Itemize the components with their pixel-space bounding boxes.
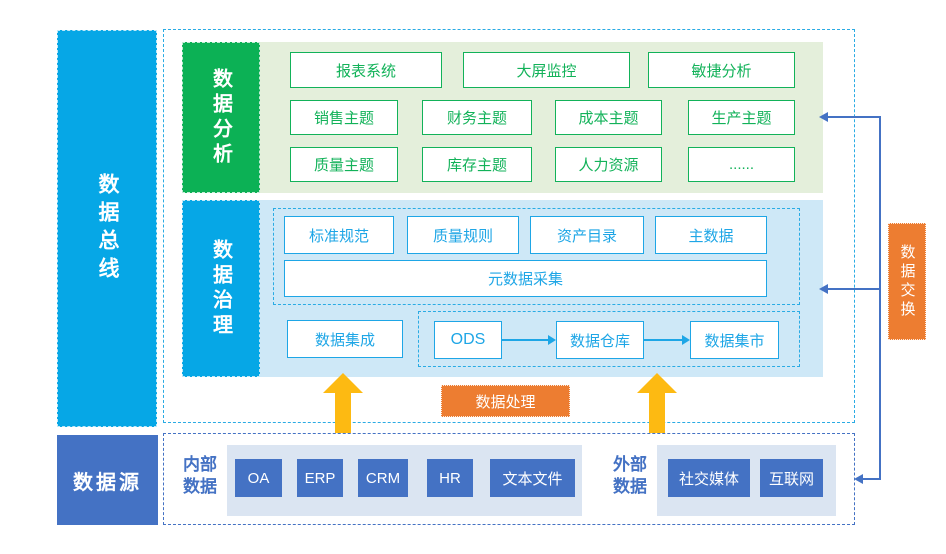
governance-panel: 标准规范 质量规则 资产目录 主数据 元数据采集 数据集成 ODS 数据仓库 数… [260,200,823,377]
quality-rules-box: 质量规则 [407,216,519,254]
internal-data-label: 内部 数据 [183,455,217,497]
arrowhead-to-datasource-icon [854,474,863,484]
inventory-theme-box: 库存主题 [422,147,532,182]
sales-theme-box: 销售主题 [290,100,398,135]
agile-analysis-box: 敏捷分析 [648,52,795,88]
data-integration-box: 数据集成 [287,320,403,358]
analysis-section-label-block: 数据分析 [182,42,260,193]
data-warehouse-box: 数据仓库 [556,321,644,359]
external-data-strip: 社交媒体 互联网 [657,445,836,516]
warehouse-to-mart-arrow-icon [644,335,690,345]
data-exchange-label: 数据交换 [898,243,916,320]
external-data-label: 外部 数据 [613,455,647,497]
up-arrow-right-icon [637,373,677,433]
arrow-line-to-analysis [828,116,881,118]
analysis-panel: 报表系统 大屏监控 敏捷分析 销售主题 财务主题 成本主题 生产主题 质量主题 … [260,42,823,193]
data-mart-box: 数据集市 [690,321,779,359]
internal-data-strip: OA ERP CRM HR 文本文件 [227,445,582,516]
ods-to-warehouse-arrow-icon [502,335,556,345]
data-source-label: 数据源 [73,471,142,494]
governance-rules-container: 标准规范 质量规则 资产目录 主数据 元数据采集 [273,208,800,305]
metadata-collection-box: 元数据采集 [284,260,767,297]
social-media-box: 社交媒体 [668,459,750,497]
cost-theme-box: 成本主题 [555,100,662,135]
hr-theme-box: 人力资源 [555,147,662,182]
data-exchange-block: 数据交换 [888,223,926,340]
warehouse-pipeline-container: ODS 数据仓库 数据集市 [418,311,800,367]
arrowhead-to-analysis-icon [819,112,828,122]
asset-catalog-box: 资产目录 [530,216,644,254]
dashboard-monitor-box: 大屏监控 [463,52,630,88]
arrowhead-to-governance-icon [819,284,828,294]
hr-box: HR [427,459,473,497]
standards-spec-box: 标准规范 [284,216,394,254]
main-dashed-container [163,29,855,423]
governance-label: 数据治理 [209,238,232,339]
governance-section-label-block: 数据治理 [182,200,260,377]
data-bus-bar: 数据总线 [57,30,157,427]
exchange-vertical-line [879,117,881,480]
erp-box: ERP [297,459,343,497]
data-source-bar: 数据源 [57,435,158,525]
finance-theme-box: 财务主题 [422,100,532,135]
internet-box: 互联网 [760,459,823,497]
production-theme-box: 生产主题 [688,100,795,135]
analysis-label: 数据分析 [209,67,232,168]
text-file-box: 文本文件 [490,459,575,497]
up-arrow-left-icon [323,373,363,433]
data-bus-label: 数据总线 [96,172,119,285]
oa-box: OA [235,459,282,497]
arrow-line-to-governance [828,288,881,290]
quality-theme-box: 质量主题 [290,147,398,182]
crm-box: CRM [358,459,408,497]
ods-box: ODS [434,321,502,359]
more-themes-box: ...... [688,147,795,182]
arrow-line-to-datasource [863,478,881,480]
report-system-box: 报表系统 [290,52,442,88]
master-data-box: 主数据 [655,216,767,254]
data-processing-box: 数据处理 [441,385,570,417]
